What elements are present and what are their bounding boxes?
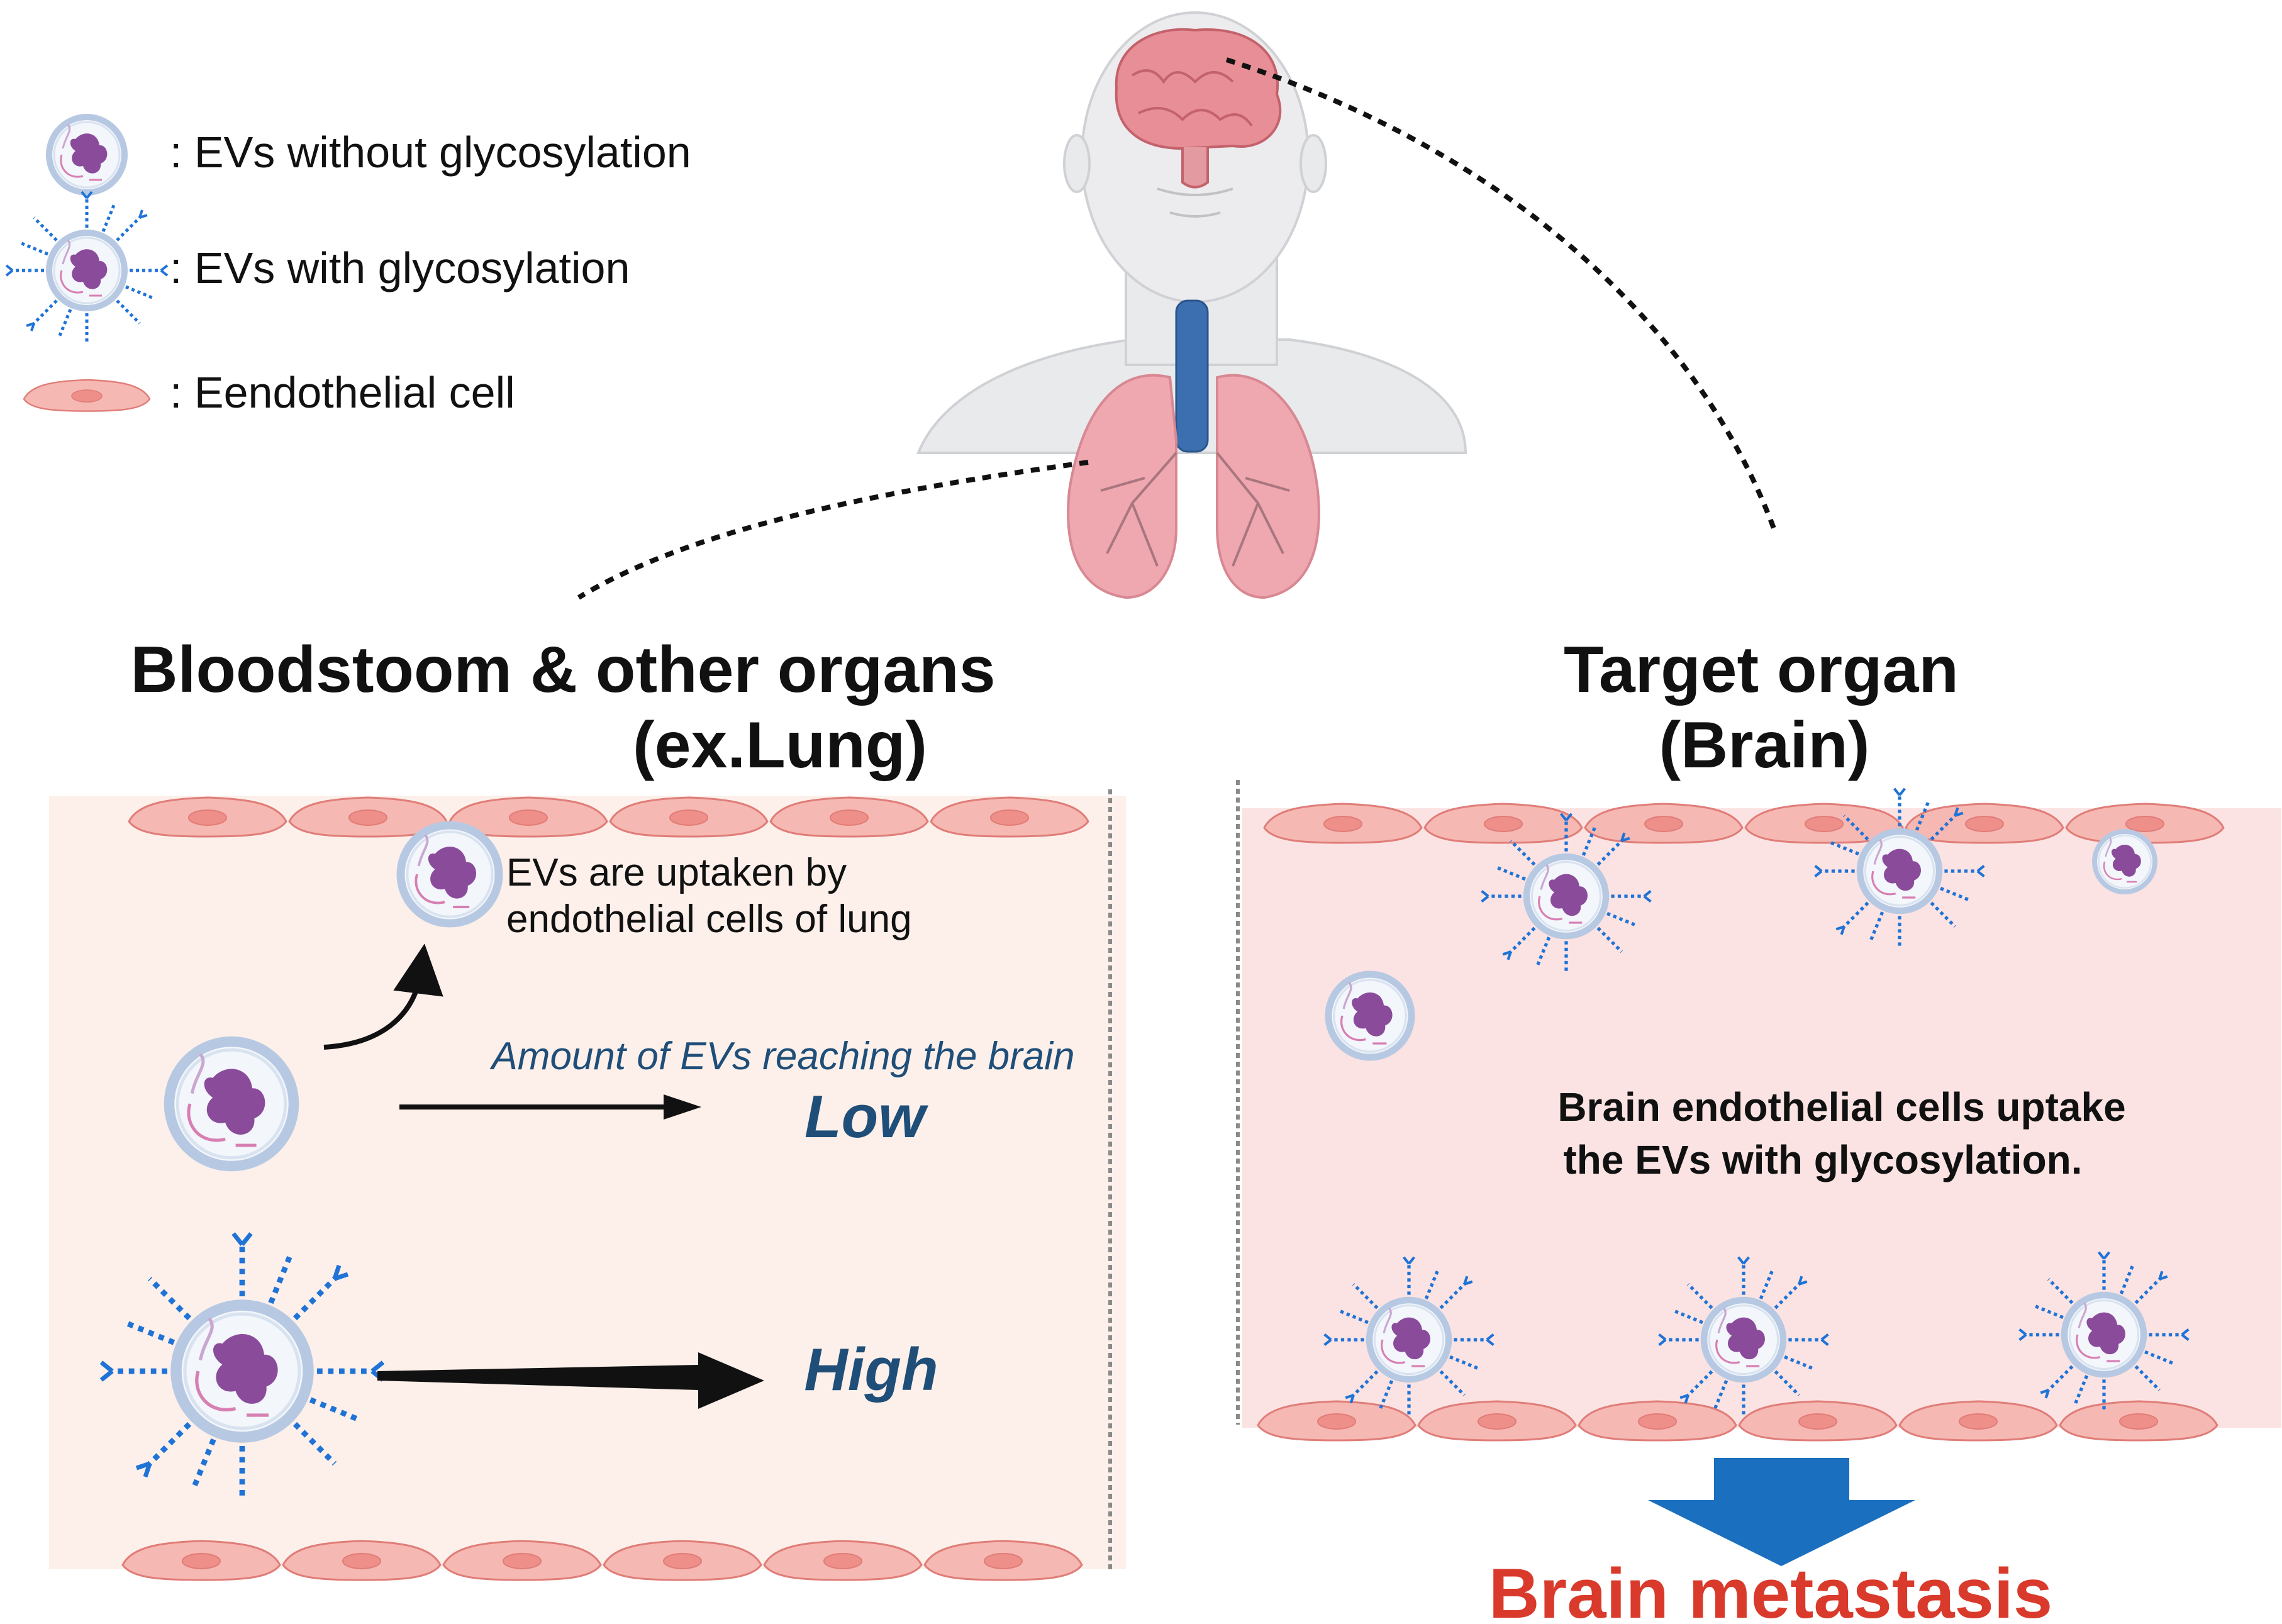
legend: : EVs without glycosylation : EVs with g… bbox=[6, 117, 691, 417]
legend-label-endothelial-cell: : Eendothelial cell bbox=[170, 368, 515, 417]
down-arrow bbox=[1648, 1458, 1915, 1566]
uptake-note-line1: EVs are uptaken by bbox=[506, 851, 847, 894]
brain-note-line2: the EVs with glycosylation. bbox=[1563, 1137, 2082, 1182]
brain-ev-plain-2 bbox=[1328, 974, 1411, 1057]
trachea-icon bbox=[1175, 299, 1209, 453]
uptake-arrow bbox=[323, 943, 443, 1050]
right-panel-subtitle: (Brain) bbox=[1659, 709, 1869, 782]
low-arrow bbox=[399, 1094, 701, 1120]
brain-icon bbox=[1115, 28, 1282, 189]
outcome-label: Brain metastasis bbox=[1489, 1554, 2052, 1621]
low-label: Low bbox=[804, 1083, 928, 1150]
uptake-note-line2: endothelial cells of lung bbox=[506, 898, 912, 941]
brain-note-line1: Brain endothelial cells uptake bbox=[1557, 1084, 2125, 1130]
high-arrow bbox=[377, 1352, 764, 1409]
left-panel-title: Bloodstoom & other organs bbox=[130, 633, 995, 706]
right-panel-title: Target organ bbox=[1564, 633, 1959, 706]
amount-label: Amount of EVs reaching the brain bbox=[489, 1035, 1074, 1078]
legend-label-ev-plain: : EVs without glycosylation bbox=[170, 128, 691, 177]
ev-plain-icon bbox=[49, 117, 125, 192]
brain-ev-plain-1 bbox=[2095, 831, 2155, 892]
legend-label-ev-glycosylated: : EVs with glycosylation bbox=[170, 243, 630, 292]
uptaken-ev-icon bbox=[401, 825, 499, 923]
lungs-icon bbox=[1067, 374, 1320, 599]
left-panel-subtitle: (ex.Lung) bbox=[633, 709, 927, 782]
human-figure-icon bbox=[916, 11, 1467, 599]
endothelial-cell-icon bbox=[23, 379, 151, 412]
lung-connector-line bbox=[577, 460, 1089, 600]
ev-glycosylated-icon bbox=[6, 192, 167, 345]
high-label: High bbox=[804, 1336, 938, 1403]
ev-plain-circulating-icon bbox=[169, 1042, 294, 1166]
